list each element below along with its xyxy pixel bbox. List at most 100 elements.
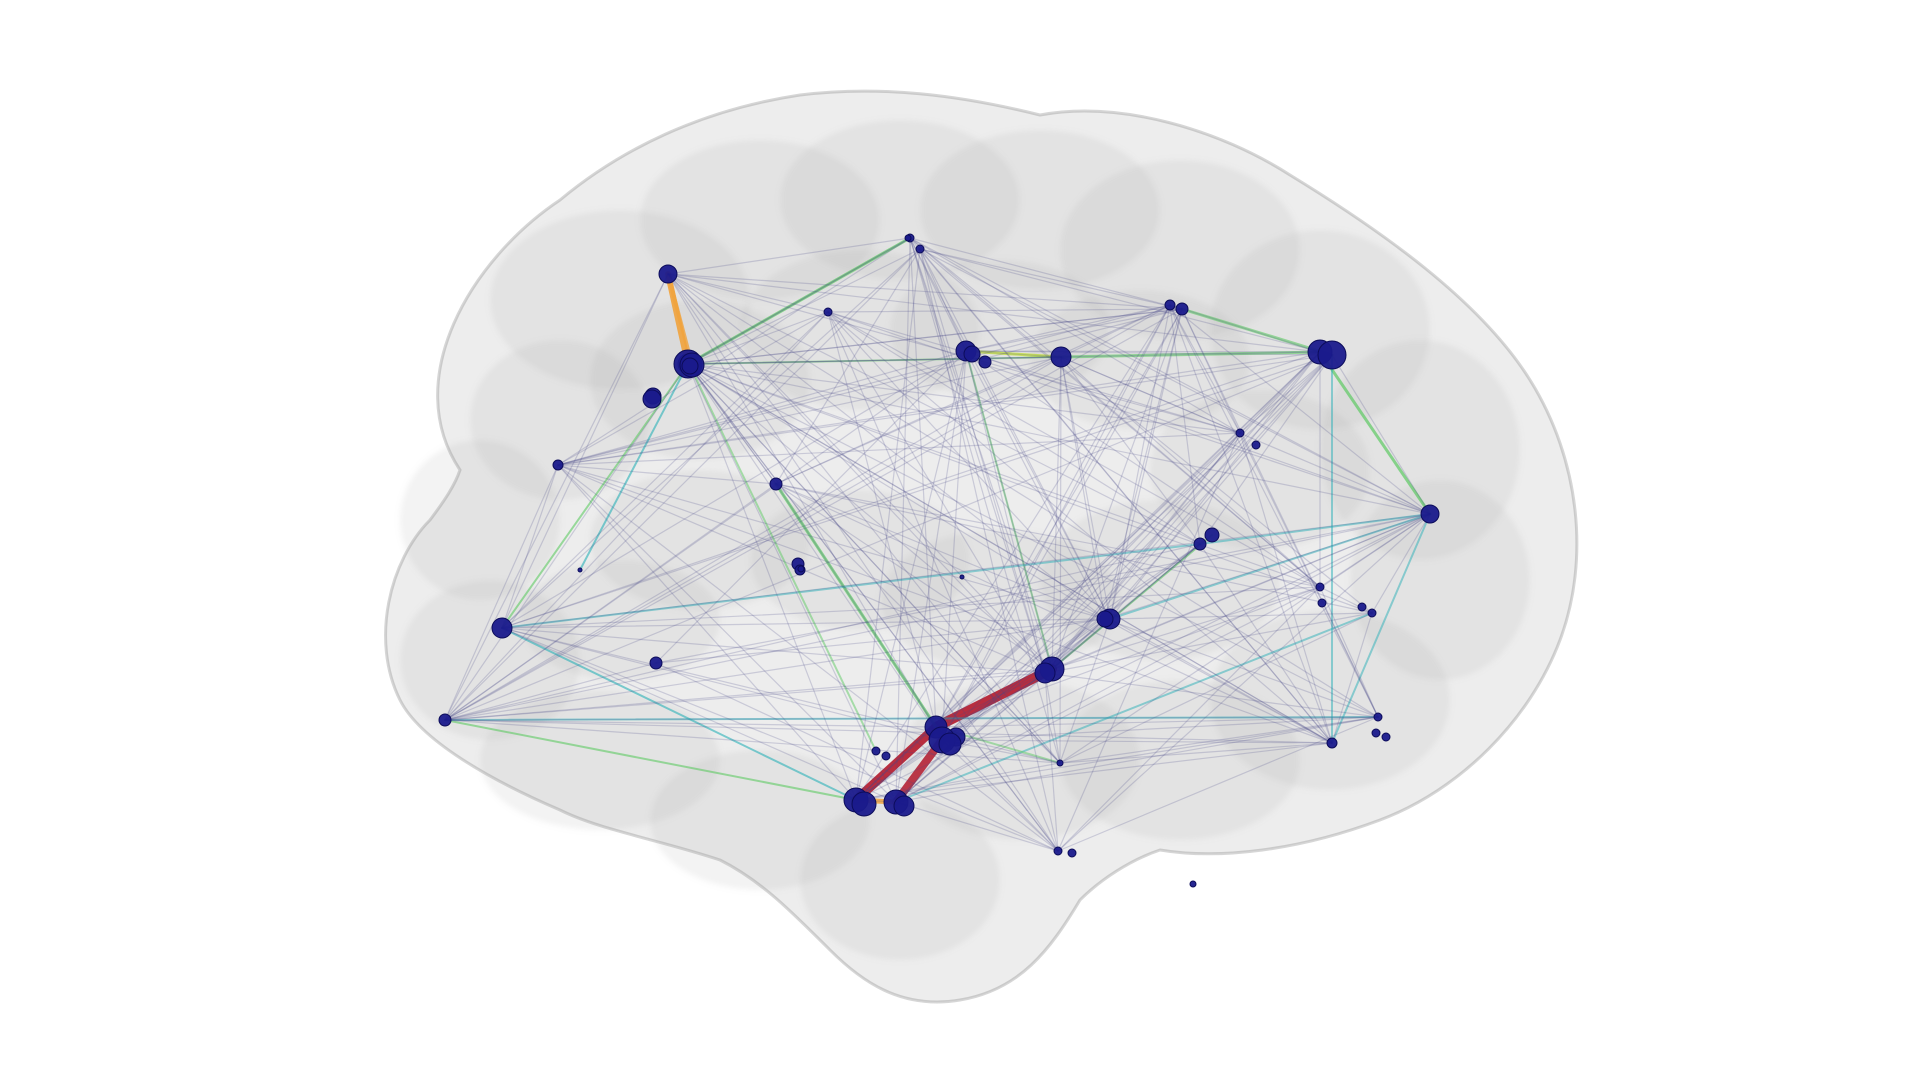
connection-edge (909, 237, 1111, 620)
network-node (649, 656, 663, 670)
connection-edge (557, 237, 911, 466)
connection-edge (1044, 432, 1241, 674)
connection-edge (1109, 513, 1431, 620)
connection-edge (941, 308, 1183, 741)
connection-edge (687, 351, 1321, 365)
connection-edge (1109, 308, 1183, 620)
connection-edge (895, 801, 1059, 852)
connection-edge (935, 672, 1046, 728)
connection-edge (909, 237, 1333, 744)
connection-edge (444, 719, 1061, 764)
connection-edge (1051, 534, 1213, 670)
connection-edge (501, 618, 1106, 629)
connection-edge (1104, 354, 1333, 620)
connection-edge (965, 304, 1171, 352)
network-node (1050, 346, 1072, 368)
connection-edge (689, 365, 877, 752)
connection-edge (855, 304, 1171, 801)
connection-edge (667, 273, 943, 741)
connection-edge (1239, 432, 1379, 718)
connection-edge (1104, 308, 1183, 620)
connection-edge (827, 311, 1046, 674)
connection-edge (501, 350, 967, 629)
connection-edge (1169, 304, 1241, 434)
connection-edge (965, 308, 1183, 352)
connection-edge (775, 248, 921, 485)
connection-edge (919, 248, 1333, 744)
connection-edge (687, 363, 1106, 620)
connection-edge (1104, 513, 1431, 620)
connection-edge (444, 311, 829, 721)
connection-edge (687, 363, 777, 485)
connection-edge (1044, 672, 1059, 852)
connection-edge (775, 483, 1061, 764)
network-node (1420, 504, 1440, 524)
connection-edge (919, 248, 1111, 620)
connection-edge (557, 308, 1183, 466)
connection-edge (1199, 354, 1333, 545)
network-node (1235, 428, 1245, 438)
network-node (893, 795, 915, 817)
connection-edge (941, 350, 967, 741)
network-node (1373, 712, 1383, 722)
connection-edge (935, 586, 1321, 728)
connection-edge (667, 273, 1053, 670)
connection-edge (667, 273, 829, 313)
network-node (1204, 527, 1220, 543)
connection-edge (1169, 304, 1321, 353)
network-node (851, 791, 877, 817)
connection-edge (1180, 307, 1334, 357)
connection-edge (855, 739, 943, 801)
network-node (904, 234, 912, 242)
connection-edge (501, 627, 1059, 852)
connection-edge (687, 363, 1379, 718)
connection-edge (909, 237, 1321, 588)
connection-edge (919, 248, 967, 352)
connection-edge (687, 363, 1333, 744)
network-node (1067, 848, 1077, 858)
connection-edge (1051, 308, 1183, 670)
connection-edge (935, 308, 1183, 728)
connection-edge (931, 664, 1057, 732)
connection-edge (919, 248, 1333, 356)
connection-edge (444, 248, 921, 721)
connection-edge (444, 483, 777, 721)
connection-edge (895, 716, 1379, 803)
connection-edge (687, 363, 1321, 588)
network-node (1317, 340, 1347, 370)
connection-edge (1104, 618, 1379, 718)
network-node (681, 357, 699, 375)
connection-edge (557, 464, 1106, 620)
connection-edge (1109, 543, 1201, 620)
connection-edge (1044, 672, 1061, 764)
connection-edge (687, 363, 1373, 614)
connection-edge (1059, 513, 1431, 764)
connection-edge (687, 237, 911, 365)
connection-edge (1319, 513, 1431, 588)
network-node (1367, 608, 1377, 618)
connection-edge (1059, 618, 1111, 764)
connection-edge (501, 513, 1431, 629)
connection-edge (557, 304, 1171, 466)
connection-edge (1057, 432, 1241, 852)
connection-edge (667, 273, 1046, 674)
connection-edge (855, 248, 921, 801)
network-node (1317, 598, 1327, 608)
connection-edge (909, 237, 1183, 310)
connection-edge (444, 356, 1062, 721)
connection-edge (444, 716, 1379, 721)
connection-edge (827, 308, 1183, 313)
connection-edge (655, 662, 1059, 852)
network-node (491, 617, 513, 639)
connection-edge (895, 618, 1111, 803)
connection-edge (855, 432, 1241, 801)
connection-edge (965, 350, 1431, 515)
connection-edge (444, 363, 689, 721)
network-node (1193, 537, 1207, 551)
connection-edge (1239, 351, 1321, 434)
connection-edge (687, 363, 1059, 852)
connection-edge (1319, 586, 1379, 718)
connection-edge (667, 273, 1106, 620)
connection-edge (687, 308, 1183, 365)
